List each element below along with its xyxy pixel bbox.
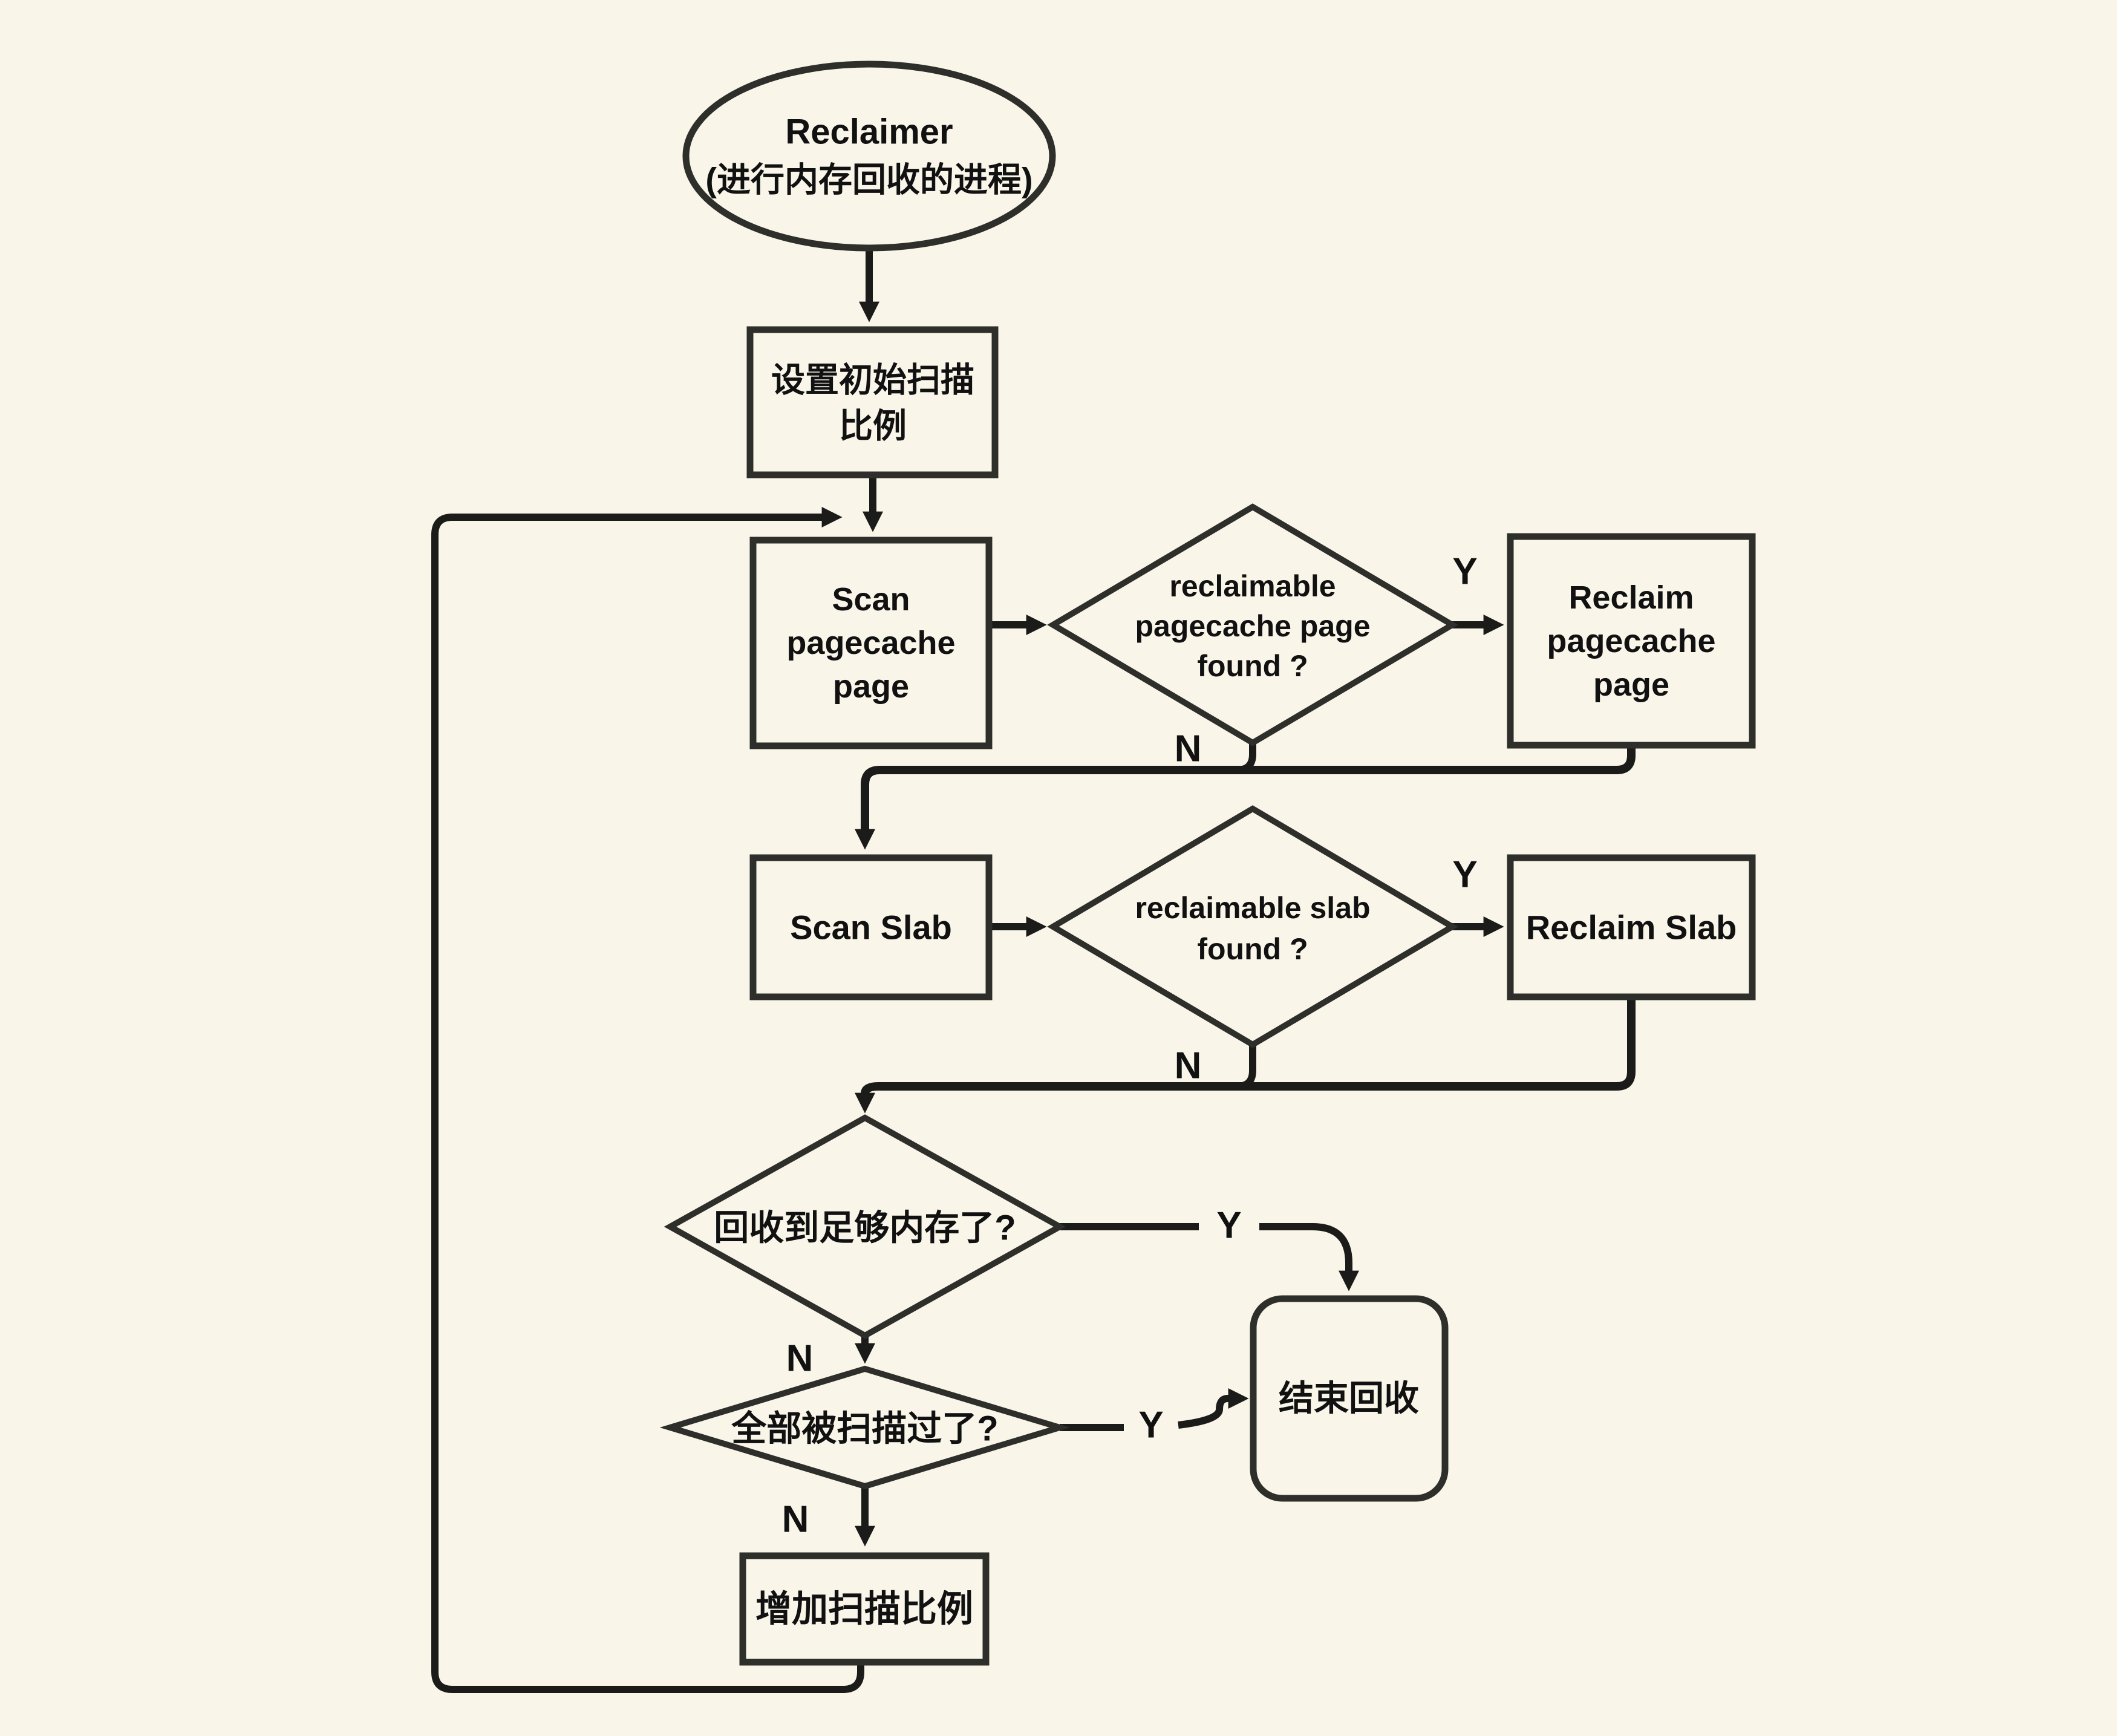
scan-pagecache-line3: page xyxy=(833,668,909,705)
node-reclaimable-slab-found: reclaimable slab found ? xyxy=(1047,805,1458,1048)
node-start: Reclaimer (进行内存回收的进程) xyxy=(682,60,1056,252)
edge-loop-back xyxy=(431,507,864,1693)
node-increase-scan-ratio: 增加扫描比例 xyxy=(739,1552,990,1666)
edge-all-scanned-yes-right xyxy=(1178,1388,1249,1429)
node-reclaimable-pagecache-found: reclaimable pagecache page found ? xyxy=(1047,503,1458,746)
label-enough-memory-no: N xyxy=(786,1338,814,1380)
label-slab-found-no: N xyxy=(1175,1045,1202,1087)
all-scanned-label: 全部被扫描过了? xyxy=(731,1409,998,1449)
label-pagecache-found-yes: Y xyxy=(1452,551,1477,593)
scan-pagecache-line2: pagecache xyxy=(786,625,955,661)
node-end-reclaim: 结束回收 xyxy=(1250,1295,1449,1502)
enough-memory-label: 回收到足够内存了? xyxy=(714,1209,1016,1248)
node-scan-slab: Scan Slab xyxy=(749,854,993,1000)
start-subtitle: (进行内存回收的进程) xyxy=(705,161,1032,199)
scan-pagecache-line1: Scan xyxy=(832,581,910,618)
label-all-scanned-yes: Y xyxy=(1138,1405,1163,1446)
reclaim-pagecache-line3: page xyxy=(1593,667,1669,703)
start-title: Reclaimer xyxy=(785,113,953,152)
end-reclaim-label: 结束回收 xyxy=(1279,1379,1419,1418)
increase-ratio-label: 增加扫描比例 xyxy=(755,1589,973,1630)
slab-found-line2: found ? xyxy=(1197,932,1308,966)
edge-merge2-to-enough-memory xyxy=(855,997,1636,1114)
reclaim-pagecache-line2: pagecache xyxy=(1547,623,1715,659)
reclaim-slab-label: Reclaim Slab xyxy=(1526,909,1737,947)
label-enough-memory-yes: Y xyxy=(1216,1205,1241,1247)
pagecache-found-line3: found ? xyxy=(1197,649,1308,683)
pagecache-found-line1: reclaimable xyxy=(1169,569,1336,603)
scan-slab-label: Scan Slab xyxy=(790,909,952,947)
edge-pagecache-no-join xyxy=(1236,743,1256,774)
pagecache-found-line2: pagecache page xyxy=(1135,609,1370,643)
set-ratio-line1: 设置初始扫描 xyxy=(771,361,974,399)
node-scan-pagecache-page: Scan pagecache page xyxy=(749,537,993,749)
label-all-scanned-no: N xyxy=(782,1499,809,1541)
edge-slab-no-join xyxy=(1236,1045,1256,1090)
node-reclaim-pagecache-page: Reclaim pagecache page xyxy=(1507,533,1756,749)
reclaim-pagecache-line1: Reclaim xyxy=(1568,579,1694,616)
node-set-initial-scan-ratio: 设置初始扫描 比例 xyxy=(746,326,999,478)
label-pagecache-found-no: N xyxy=(1175,728,1202,770)
node-reclaim-slab: Reclaim Slab xyxy=(1507,854,1756,1000)
set-ratio-line2: 比例 xyxy=(839,407,907,445)
label-slab-found-yes: Y xyxy=(1452,854,1477,896)
node-enough-memory-reclaimed: 回收到足够内存了? xyxy=(664,1114,1066,1339)
node-all-scanned: 全部被扫描过了? xyxy=(659,1365,1071,1490)
slab-found-line1: reclaimable slab xyxy=(1135,891,1370,925)
edge-enough-memory-yes-right xyxy=(1259,1223,1359,1291)
